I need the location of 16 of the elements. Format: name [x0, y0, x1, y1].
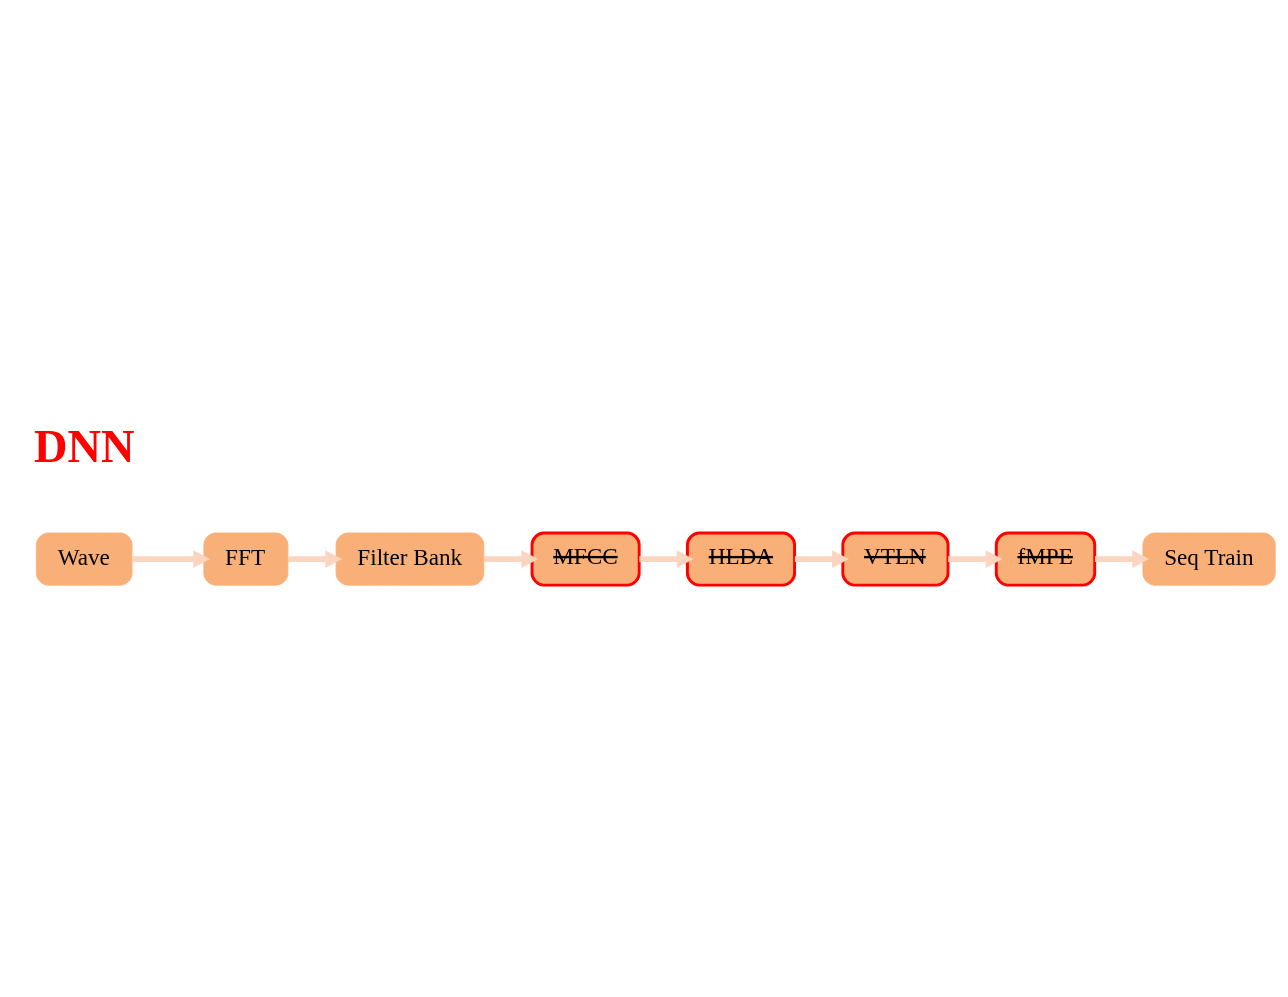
arrow	[948, 549, 1003, 568]
node-box: VTLN	[841, 531, 950, 587]
node-box: Seq Train	[1142, 532, 1276, 586]
node-box: FFT	[203, 532, 289, 586]
node-box: Wave	[35, 532, 133, 586]
node-box: fMPE	[994, 531, 1097, 587]
node-box: MFCC	[530, 531, 641, 587]
node-box: HLDA	[685, 531, 796, 587]
label: DNN	[34, 420, 135, 472]
arrow	[1094, 549, 1150, 568]
node-box: Filter Bank	[335, 532, 485, 586]
arrow	[794, 549, 849, 568]
arrow	[288, 549, 343, 568]
arrow	[483, 549, 539, 568]
arrow	[639, 549, 694, 568]
arrow	[132, 549, 211, 568]
